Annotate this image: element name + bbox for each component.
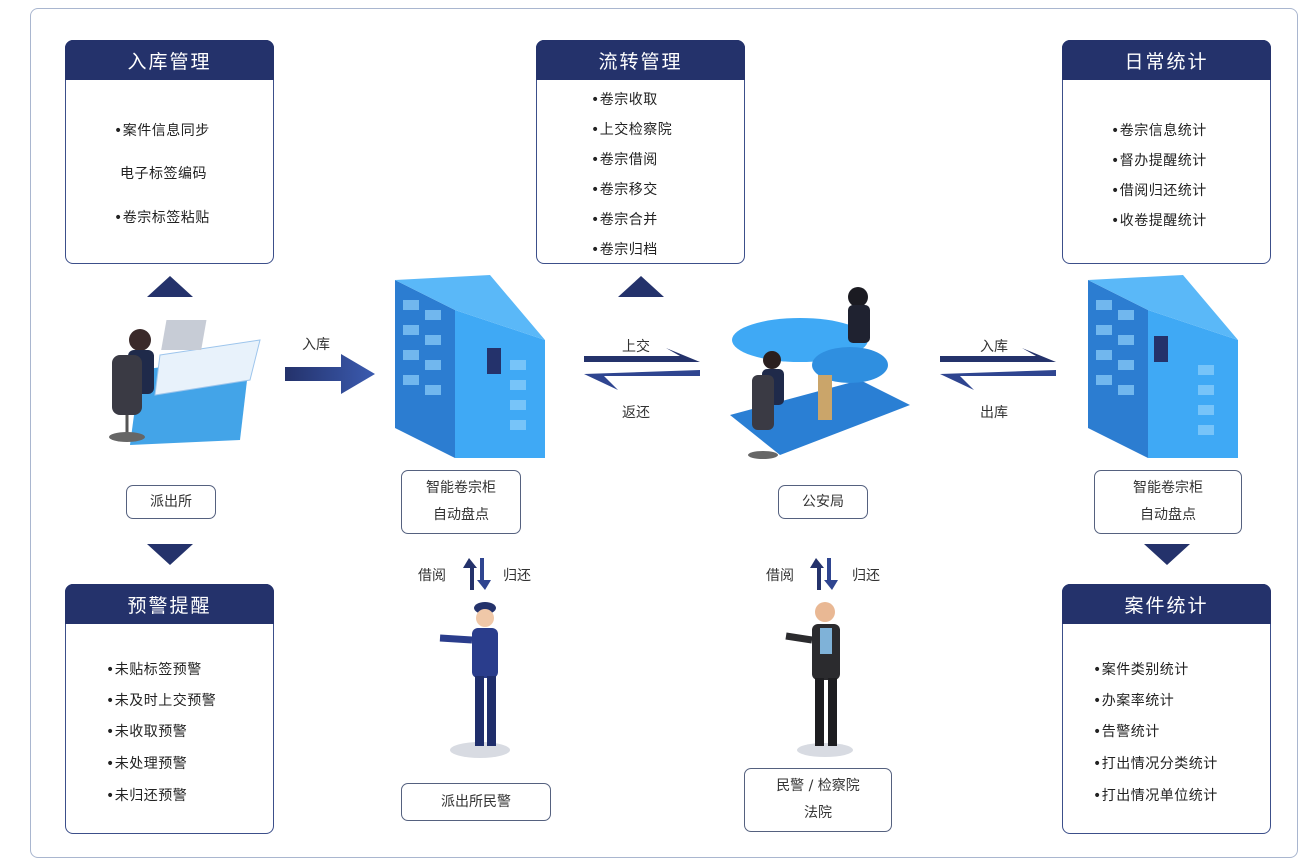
inbound-item: •卷宗标签粘贴 bbox=[114, 210, 210, 226]
officials-line: 法院 bbox=[804, 805, 832, 821]
police-station-label: 派出所 bbox=[126, 485, 216, 519]
borrow-right-label: 借阅 bbox=[766, 568, 794, 584]
up-triangle-icon bbox=[147, 276, 193, 297]
station-officer-label: 派出所民警 bbox=[401, 783, 551, 821]
inbound-left-label: 入库 bbox=[302, 337, 330, 353]
public-security-label: 公安局 bbox=[778, 485, 868, 519]
cabinet-left-label: 智能卷宗柜 自动盘点 bbox=[401, 470, 521, 534]
submit-label: 上交 bbox=[622, 339, 650, 355]
circulation-item: •卷宗收取 bbox=[591, 92, 658, 108]
return-back-label: 返还 bbox=[622, 405, 650, 421]
daily-stats-item: •卷宗信息统计 bbox=[1111, 123, 1207, 139]
warning-item: •未贴标签预警 bbox=[106, 662, 202, 678]
inbound-item: 电子标签编码 bbox=[120, 166, 207, 182]
smart-cabinet-right-illustration bbox=[1088, 275, 1238, 458]
cabinet-left-line: 智能卷宗柜 bbox=[426, 480, 496, 496]
daily-statistics-panel: 日常统计 •卷宗信息统计 •督办提醒统计 •借阅归还统计 •收卷提醒统计 bbox=[1062, 40, 1271, 264]
police-station-desk-illustration bbox=[109, 320, 261, 445]
daily-statistics-title: 日常统计 bbox=[1062, 40, 1271, 80]
warning-item: •未归还预警 bbox=[106, 788, 188, 804]
inbound-item: •案件信息同步 bbox=[114, 123, 210, 139]
case-stats-item: •办案率统计 bbox=[1093, 693, 1175, 709]
return-left-label: 归还 bbox=[503, 568, 531, 584]
down-triangle-icon bbox=[1144, 544, 1190, 565]
officials-illustration bbox=[785, 602, 853, 757]
officials-line: 民警 / 检察院 bbox=[776, 778, 860, 794]
public-security-office-illustration bbox=[730, 287, 910, 459]
cabinet-right-line: 智能卷宗柜 bbox=[1133, 480, 1203, 496]
case-stats-item: •案件类别统计 bbox=[1093, 662, 1189, 678]
daily-stats-item: •收卷提醒统计 bbox=[1111, 213, 1207, 229]
cabinet-left-line: 自动盘点 bbox=[433, 507, 489, 523]
officials-label: 民警 / 检察院 法院 bbox=[744, 768, 892, 832]
circulation-item: •卷宗合并 bbox=[591, 212, 658, 228]
daily-stats-item: •借阅归还统计 bbox=[1111, 183, 1207, 199]
daily-stats-item: •督办提醒统计 bbox=[1111, 153, 1207, 169]
down-triangle-icon bbox=[147, 544, 193, 565]
borrow-left-label: 借阅 bbox=[418, 568, 446, 584]
cabinet-right-line: 自动盘点 bbox=[1140, 507, 1196, 523]
circulation-management-title: 流转管理 bbox=[536, 40, 745, 80]
case-stats-item: •告警统计 bbox=[1093, 724, 1160, 740]
warning-item: •未处理预警 bbox=[106, 756, 188, 772]
station-officer-illustration bbox=[439, 602, 510, 758]
circulation-item: •上交检察院 bbox=[591, 122, 673, 138]
case-stats-item: •打出情况分类统计 bbox=[1093, 756, 1218, 772]
police-station-text: 派出所 bbox=[150, 493, 192, 510]
station-officer-text: 派出所民警 bbox=[441, 793, 511, 810]
circulation-item: •卷宗归档 bbox=[591, 242, 658, 258]
return-right-label: 归还 bbox=[852, 568, 880, 584]
circulation-item: •卷宗借阅 bbox=[591, 152, 658, 168]
case-statistics-title: 案件统计 bbox=[1062, 584, 1271, 624]
warning-title: 预警提醒 bbox=[65, 584, 274, 624]
submit-return-double-arrow bbox=[584, 348, 700, 390]
inbound-management-panel: 入库管理 •案件信息同步 电子标签编码 •卷宗标签粘贴 bbox=[65, 40, 274, 264]
warning-item: •未收取预警 bbox=[106, 724, 188, 740]
public-security-text: 公安局 bbox=[802, 493, 844, 510]
case-stats-item: •打出情况单位统计 bbox=[1093, 788, 1218, 804]
warning-panel: 预警提醒 •未贴标签预警 •未及时上交预警 •未收取预警 •未处理预警 •未归还… bbox=[65, 584, 274, 834]
diagram-frame bbox=[30, 8, 1298, 858]
case-statistics-panel: 案件统计 •案件类别统计 •办案率统计 •告警统计 •打出情况分类统计 •打出情… bbox=[1062, 584, 1271, 834]
borrow-return-arrows-icon bbox=[810, 558, 838, 590]
inbound-right-label: 入库 bbox=[980, 339, 1008, 355]
inbound-management-title: 入库管理 bbox=[65, 40, 274, 80]
warning-item: •未及时上交预警 bbox=[106, 693, 217, 709]
outbound-right-label: 出库 bbox=[980, 405, 1008, 421]
inbound-right-arrow bbox=[285, 354, 375, 394]
smart-cabinet-left-illustration bbox=[395, 275, 545, 458]
cabinet-right-label: 智能卷宗柜 自动盘点 bbox=[1094, 470, 1242, 534]
up-triangle-icon bbox=[618, 276, 664, 297]
inbound-outbound-double-arrow bbox=[940, 348, 1056, 390]
circulation-management-panel: 流转管理 •卷宗收取 •上交检察院 •卷宗借阅 •卷宗移交 •卷宗合并 •卷宗归… bbox=[536, 40, 745, 264]
borrow-return-arrows-icon bbox=[463, 558, 491, 590]
circulation-item: •卷宗移交 bbox=[591, 182, 658, 198]
